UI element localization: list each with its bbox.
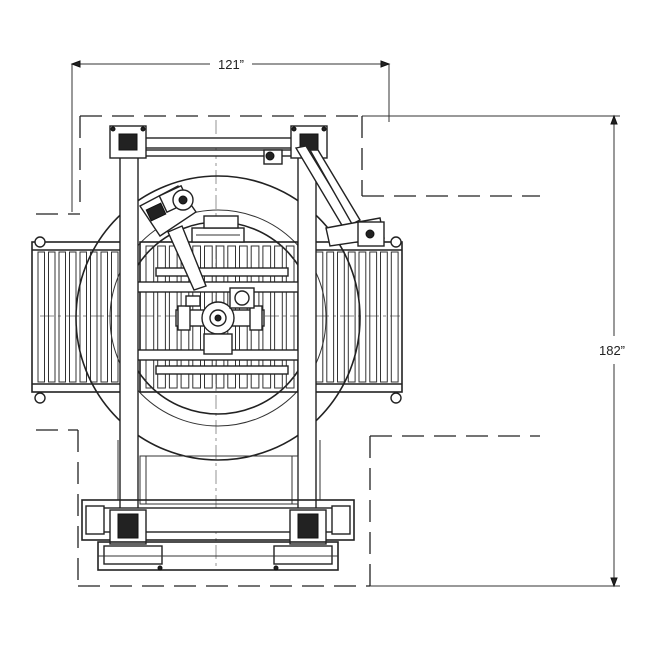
roller [369, 251, 378, 383]
roller [390, 251, 399, 383]
left-roller-conveyor [31, 236, 123, 404]
width-dimension-label: 121” [218, 57, 244, 72]
roller [337, 251, 345, 383]
roller [79, 251, 87, 383]
roller [380, 251, 388, 383]
roller [347, 251, 356, 383]
roller [100, 251, 108, 383]
bed-roller [157, 245, 166, 389]
base-skid [81, 499, 355, 571]
roller [58, 251, 66, 383]
roller [37, 251, 45, 383]
bed-roller [285, 245, 295, 389]
bed-roller [145, 245, 155, 389]
roller [326, 251, 335, 383]
lower-frame [117, 440, 321, 505]
height-dimension: 182” [362, 114, 625, 588]
roller [90, 251, 98, 383]
centre-hub [175, 287, 265, 355]
width-dimension: 121” [70, 57, 391, 212]
roller [111, 251, 119, 383]
height-dimension-label: 182” [599, 343, 625, 358]
roller [358, 251, 367, 383]
roller [48, 251, 56, 383]
bed-roller [274, 245, 283, 389]
roller [69, 251, 77, 383]
carriage-motor-assembly [138, 184, 245, 291]
clearance-envelope [36, 115, 540, 587]
film-roll-assembly [263, 149, 385, 247]
roller [315, 251, 324, 383]
